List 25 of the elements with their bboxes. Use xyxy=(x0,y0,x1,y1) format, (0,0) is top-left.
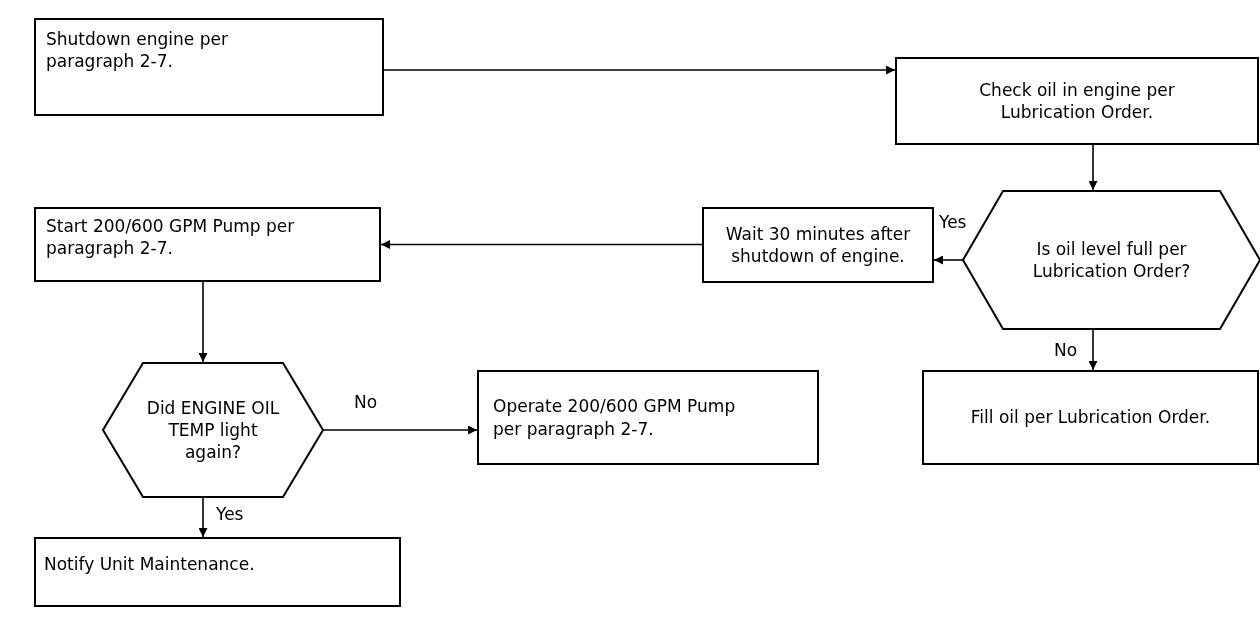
step-text: Notify Unit Maintenance. xyxy=(44,553,255,576)
arrow xyxy=(1088,144,1098,191)
process-box xyxy=(34,207,381,282)
process-box xyxy=(477,370,819,465)
decision-hexagon xyxy=(103,362,323,498)
step-text: Shutdown engine per paragraph 2-7. xyxy=(46,28,229,73)
step-text: Fill oil per Lubrication Order. xyxy=(970,406,1211,429)
process-box xyxy=(895,57,1259,145)
step-text: Did ENGINE OIL TEMP light again? xyxy=(145,396,281,464)
step-text: Start 200/600 GPM Pump per paragraph 2-7. xyxy=(46,215,296,260)
process-box xyxy=(34,18,384,116)
arrow xyxy=(322,425,478,435)
arrow xyxy=(198,281,208,363)
step-text: Wait 30 minutes after shutdown of engine. xyxy=(724,222,912,268)
arrow xyxy=(380,240,703,249)
step-text: Is oil level full per Lubrication Order? xyxy=(1031,237,1192,283)
process-box xyxy=(702,207,934,283)
process-box xyxy=(34,537,401,607)
process-box xyxy=(922,370,1259,465)
step-text: Operate 200/600 GPM Pump per paragraph 2-7. xyxy=(493,395,737,440)
step-text: Check oil in engine per Lubrication Order. xyxy=(978,78,1176,124)
arrow xyxy=(383,65,896,75)
arrow xyxy=(933,255,964,265)
arrow xyxy=(198,497,208,538)
arrow xyxy=(1088,329,1098,371)
